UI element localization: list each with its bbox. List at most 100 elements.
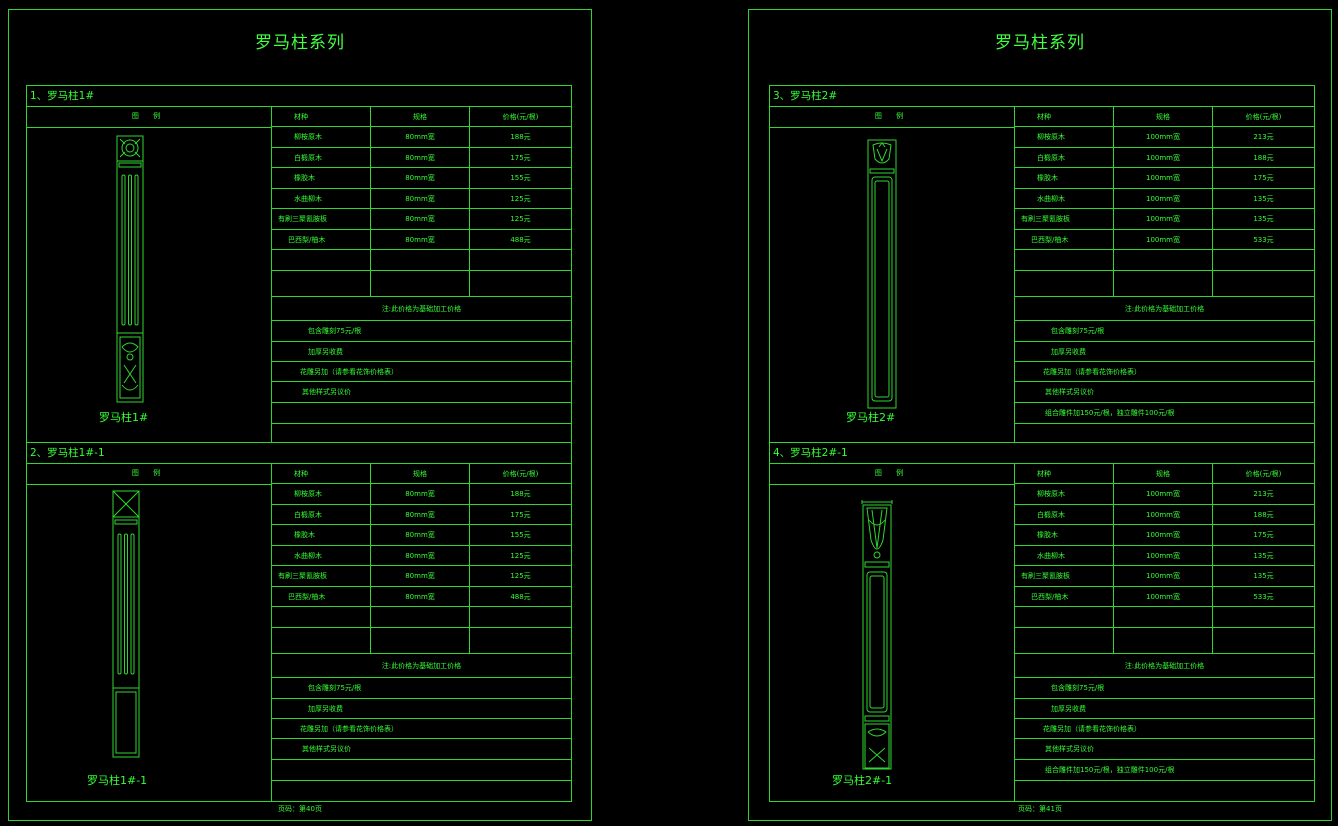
table-row: 有刷三聚氰胺板 100mm宽 135元 <box>1015 209 1314 230</box>
sheet-title: 罗马柱系列 <box>995 33 1085 53</box>
material-cell: 水曲柳木 <box>1015 546 1114 565</box>
spec-cell: 100mm宽 <box>1114 148 1213 167</box>
table-row: 有刷三聚氰胺板 80mm宽 125元 <box>272 209 571 230</box>
table-row <box>272 607 571 628</box>
note-text: 加厚另收费 <box>1051 704 1086 713</box>
material-cell: 柳桉原木 <box>272 127 371 147</box>
pillar-label: 罗马柱2#-1 <box>832 774 893 787</box>
column-header-spec: 规格 <box>371 464 470 483</box>
price-cell <box>1213 271 1314 296</box>
column-header-spec: 规格 <box>371 107 470 126</box>
material-cell: 巴西梨/柚木 <box>272 587 371 606</box>
section-heading: 4、罗马柱2#-1 <box>770 443 1314 464</box>
spec-cell: 100mm宽 <box>1114 127 1213 147</box>
price-table: 材种 规格 价格(元/根) 柳桉原木 100mm宽 213元 白椴原木 100m… <box>1015 464 1314 801</box>
table-row <box>1015 250 1314 271</box>
table-row: 橡胶木 80mm宽 155元 <box>272 168 571 189</box>
material-cell: 橡胶木 <box>272 525 371 545</box>
note-row: 包含雕刻75元/根 <box>272 678 571 699</box>
price-cell: 125元 <box>510 194 531 203</box>
product-section: 1、罗马柱1# 图 例 罗马柱1# <box>26 85 572 443</box>
table-row: 橡胶木 100mm宽 175元 <box>1015 525 1314 546</box>
price-cell: 533元 <box>1253 235 1274 244</box>
product-section: 3、罗马柱2# 图 例 罗马柱2# 材种 规格 价格(元/根) <box>769 85 1315 443</box>
spec-cell: 100mm宽 <box>1114 168 1213 188</box>
pillar-drawing-icon <box>862 500 892 770</box>
note-row: 注:此价格为基础加工价格 <box>272 654 571 678</box>
note-text: 花雕另加（请参看花饰价格表） <box>1043 724 1141 733</box>
table-header-row: 材种 规格 价格(元/根) <box>272 464 571 484</box>
pillar-drawing-icon <box>112 490 140 758</box>
note-row: 组合雕件加150元/根，独立雕件100元/根 <box>1015 403 1314 424</box>
material-cell: 巴西梨/柚木 <box>1015 587 1114 606</box>
price-cell: 135元 <box>1253 215 1274 223</box>
material-cell: 柳桉原木 <box>1015 484 1114 504</box>
note-row: 加厚另收费 <box>1015 699 1314 719</box>
material-cell <box>1015 628 1114 653</box>
note-text: 组合雕件加150元/根，独立雕件100元/根 <box>1045 766 1175 774</box>
note-text: 注:此价格为基础加工价格 <box>381 661 462 670</box>
spec-cell: 100mm宽 <box>1114 505 1213 524</box>
material-cell: 白椴原木 <box>1015 148 1114 167</box>
price-cell: 533元 <box>1253 592 1274 601</box>
spec-cell: 100mm宽 <box>1114 209 1213 229</box>
note-text: 包含雕刻75元/根 <box>308 684 362 692</box>
spec-cell: 100mm宽 <box>1114 587 1213 606</box>
material-cell: 水曲柳木 <box>272 189 371 208</box>
spec-cell: 100mm宽 <box>1114 484 1213 504</box>
note-text: 包含雕刻75元/根 <box>1051 684 1105 692</box>
note-row: 组合雕件加150元/根，独立雕件100元/根 <box>1015 760 1314 781</box>
section-heading: 2、罗马柱1#-1 <box>27 443 571 464</box>
note-text: 组合雕件加150元/根，独立雕件100元/根 <box>1045 409 1175 417</box>
material-cell <box>272 250 371 270</box>
material-cell <box>272 271 371 296</box>
table-row: 巴西梨/柚木 80mm宽 488元 <box>272 587 571 607</box>
pillar-label: 罗马柱2# <box>846 411 896 424</box>
note-row <box>272 760 571 781</box>
material-cell: 水曲柳木 <box>272 546 371 565</box>
note-row: 花雕另加（请参看花饰价格表） <box>272 362 571 382</box>
note-text: 加厚另收费 <box>308 704 343 713</box>
table-row: 水曲柳木 80mm宽 125元 <box>272 189 571 209</box>
price-cell: 135元 <box>1253 572 1274 580</box>
price-cell: 188元 <box>1253 510 1274 519</box>
column-header-spec: 规格 <box>1114 107 1213 126</box>
note-text: 花雕另加（请参看花饰价格表） <box>300 367 398 376</box>
column-header-material: 材种 <box>272 107 371 126</box>
price-cell: 188元 <box>1253 153 1274 162</box>
table-row: 巴西梨/柚木 100mm宽 533元 <box>1015 587 1314 607</box>
material-cell: 白椴原木 <box>272 148 371 167</box>
material-cell: 橡胶木 <box>1015 168 1114 188</box>
note-text: 花雕另加（请参看花饰价格表） <box>1043 367 1141 376</box>
spec-cell: 100mm宽 <box>1114 566 1213 586</box>
note-text: 其他样式另议价 <box>302 388 351 396</box>
pillar-drawing-icon <box>116 135 144 403</box>
material-cell: 有刷三聚氰胺板 <box>272 566 371 586</box>
note-row: 花雕另加（请参看花饰价格表） <box>272 719 571 739</box>
section-heading: 1、罗马柱1# <box>27 86 571 107</box>
price-cell: 488元 <box>510 592 531 601</box>
spec-cell: 80mm宽 <box>371 566 470 586</box>
price-cell: 188元 <box>510 490 531 498</box>
spec-cell: 80mm宽 <box>371 525 470 545</box>
spec-cell: 100mm宽 <box>1114 230 1213 249</box>
price-cell: 175元 <box>510 510 531 519</box>
note-text: 注:此价格为基础加工价格 <box>381 304 462 313</box>
column-header-price: 价格(元/根) <box>502 112 539 121</box>
spec-cell: 100mm宽 <box>1114 546 1213 565</box>
material-cell <box>272 607 371 627</box>
spec-cell: 80mm宽 <box>371 209 470 229</box>
note-text: 包含雕刻75元/根 <box>308 327 362 335</box>
note-row: 其他样式另议价 <box>272 739 571 760</box>
spec-cell <box>371 628 470 653</box>
table-row <box>1015 271 1314 297</box>
note-row: 注:此价格为基础加工价格 <box>1015 297 1314 321</box>
image-header: 图 例 <box>27 464 271 485</box>
spec-cell: 80mm宽 <box>371 587 470 606</box>
price-cell: 125元 <box>510 215 531 223</box>
note-row: 其他样式另议价 <box>1015 739 1314 760</box>
image-column: 图 例 罗马柱1# <box>27 107 272 442</box>
spec-cell: 80mm宽 <box>371 148 470 167</box>
spec-cell: 80mm宽 <box>371 505 470 524</box>
pillar-drawing-icon <box>867 139 897 409</box>
